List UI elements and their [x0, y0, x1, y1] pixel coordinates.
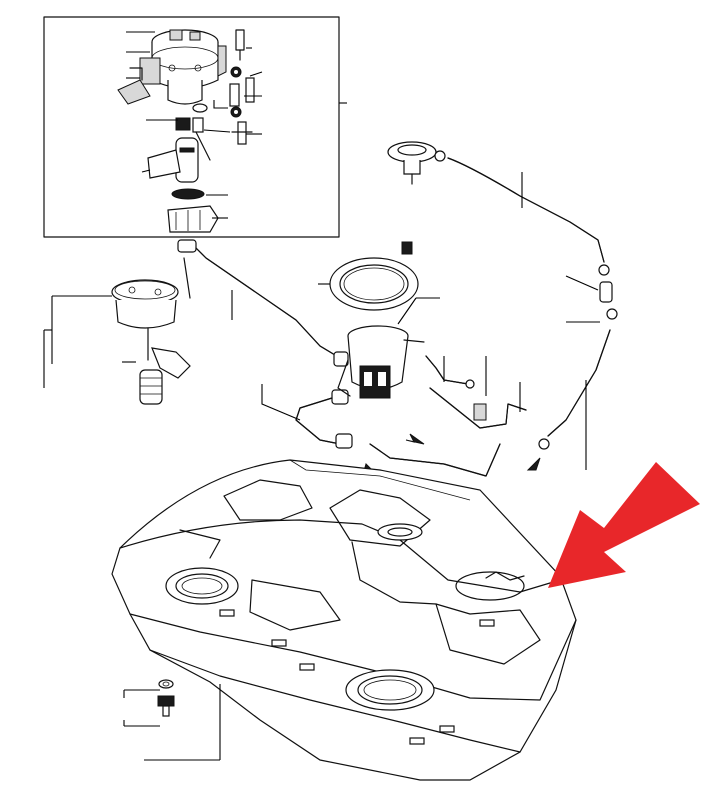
pump-cover-part: [151, 29, 219, 105]
right-leaders: [521, 172, 600, 470]
seal-washer-part: [230, 66, 242, 118]
pump-gasket: [329, 257, 419, 311]
strainer-part: [167, 188, 219, 233]
drain-plug-washer: [158, 679, 174, 689]
filler-cap-valve: [387, 141, 437, 185]
sender-filter: [139, 369, 163, 405]
drain-leaders: [123, 684, 221, 761]
tank-pump-opening: [165, 567, 239, 605]
drain-plug: [157, 695, 175, 717]
fuel-level-sender: [111, 257, 191, 379]
tank-vent-port: [455, 571, 525, 601]
return-line: [231, 290, 353, 449]
vent-hose: [434, 150, 618, 450]
inset-frame: [43, 16, 340, 238]
fuel-pump-part: [147, 117, 211, 183]
tank-sender-opening: [345, 669, 435, 711]
tube-part: [229, 77, 255, 145]
fuel-tank: [111, 459, 577, 781]
inset-leader-lines: [126, 31, 347, 219]
pump-module-inset: [43, 16, 347, 238]
fuel-pump-module: [337, 325, 425, 399]
main-module-leaders: [318, 283, 440, 325]
gasket-nut: [401, 241, 413, 255]
pump-bracket-part: [117, 57, 161, 105]
left-leader-bracket: [43, 295, 136, 388]
fuel-feed-line: [177, 239, 349, 367]
callout-arrow: [548, 462, 700, 588]
tank-mounting-tabs: [219, 609, 495, 745]
tank-filler-neck: [377, 523, 423, 541]
o-ring-part: [192, 103, 208, 113]
connector-part: [217, 29, 245, 77]
